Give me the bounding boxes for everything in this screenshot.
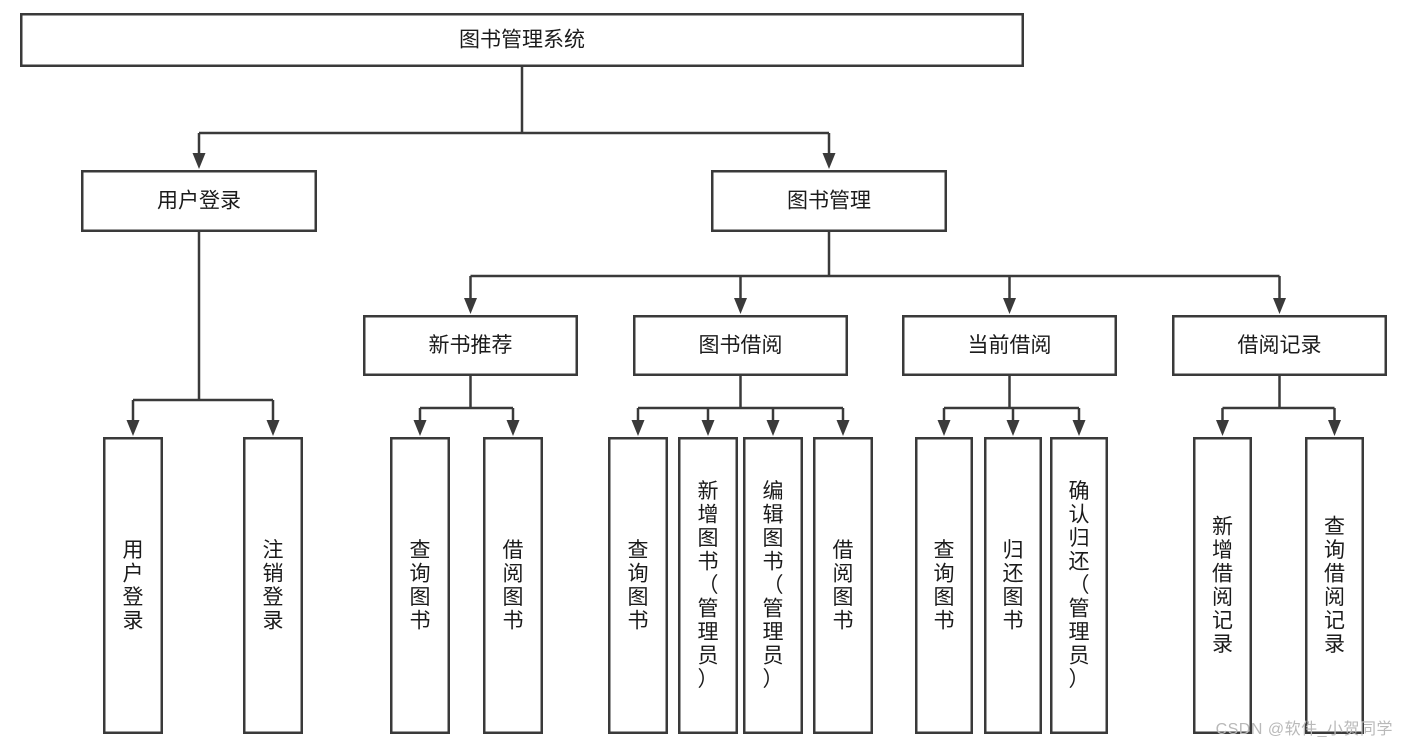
leaf-node-1-注销登录[interactable]: 注销登录 (243, 437, 303, 734)
node-box[interactable] (390, 437, 450, 734)
leaf-node-0-用户登录[interactable]: 用户登录 (103, 437, 163, 734)
leaf-node-3-借阅图书[interactable]: 借阅图书 (483, 437, 543, 734)
leaf-node-9-归还图书[interactable]: 归还图书 (984, 437, 1042, 734)
level2-node-3-借阅记录[interactable]: 借阅记录 (1172, 315, 1387, 376)
leaf-node-11-新增借阅记录[interactable]: 新增借阅记录 (1193, 437, 1252, 734)
node-box[interactable] (1172, 315, 1387, 376)
node-label: 新增图书（管理员） (698, 480, 719, 691)
node-box[interactable] (81, 170, 317, 232)
arrow-head-icon (734, 298, 747, 314)
node-label: 用户登录 (123, 539, 144, 633)
node-label: 查询借阅记录 (1324, 515, 1345, 656)
arrow-head-icon (1273, 298, 1286, 314)
arrow-head-icon (1072, 420, 1086, 436)
node-label: 查询图书 (628, 539, 649, 633)
node-box[interactable] (363, 315, 578, 376)
level1-node-0-用户登录[interactable]: 用户登录 (81, 170, 317, 232)
arrow-head-icon (413, 420, 427, 436)
node-box[interactable] (813, 437, 873, 734)
node-label: 借阅图书 (833, 539, 854, 633)
node-label: 归还图书 (1003, 539, 1024, 633)
arrow-head-icon (126, 420, 140, 436)
node-label: 借阅图书 (503, 539, 524, 633)
leaf-node-7-借阅图书[interactable]: 借阅图书 (813, 437, 873, 734)
arrow-head-icon (266, 420, 280, 436)
arrow-head-icon (192, 153, 206, 169)
leaf-node-8-查询图书[interactable]: 查询图书 (915, 437, 973, 734)
leaf-node-4-查询图书[interactable]: 查询图书 (608, 437, 668, 734)
node-box[interactable] (483, 437, 543, 734)
node-label: 查询图书 (410, 539, 431, 633)
node-label: 确认归还（管理员） (1069, 480, 1090, 691)
node-label: 新书推荐 (429, 334, 513, 357)
arrow-head-icon (937, 420, 951, 436)
leaf-node-12-查询借阅记录[interactable]: 查询借阅记录 (1305, 437, 1364, 734)
arrow-head-icon (1006, 420, 1020, 436)
leaf-node-2-查询图书[interactable]: 查询图书 (390, 437, 450, 734)
node-box[interactable] (103, 437, 163, 734)
node-box[interactable] (608, 437, 668, 734)
node-box[interactable] (633, 315, 848, 376)
node-box[interactable] (1193, 437, 1252, 734)
node-label: 图书借阅 (699, 334, 783, 357)
arrow-head-icon (506, 420, 520, 436)
node-box[interactable] (678, 437, 738, 734)
leaf-node-5-新增图书管理员[interactable]: 新增图书（管理员） (678, 437, 738, 734)
node-box[interactable] (1050, 437, 1108, 734)
level2-node-1-图书借阅[interactable]: 图书借阅 (633, 315, 848, 376)
node-label: 图书管理 (787, 190, 871, 213)
node-box[interactable] (743, 437, 803, 734)
arrow-head-icon (701, 420, 715, 436)
nodes-layer: 图书管理系统用户登录图书管理新书推荐图书借阅当前借阅借阅记录用户登录注销登录查询… (20, 13, 1387, 734)
node-label: 注销登录 (263, 539, 284, 633)
arrow-head-icon (766, 420, 780, 436)
arrow-head-icon (836, 420, 850, 436)
arrow-head-icon (1216, 420, 1229, 436)
node-label: 图书管理系统 (459, 29, 585, 52)
arrow-head-icon (822, 153, 836, 169)
node-label: 当前借阅 (968, 334, 1052, 357)
node-box[interactable] (20, 13, 1024, 67)
root-node-0-图书管理系统[interactable]: 图书管理系统 (20, 13, 1024, 67)
node-label: 编辑图书（管理员） (763, 480, 784, 691)
node-label: 借阅记录 (1238, 334, 1322, 357)
level1-node-1-图书管理[interactable]: 图书管理 (711, 170, 947, 232)
node-box[interactable] (902, 315, 1117, 376)
level2-node-2-当前借阅[interactable]: 当前借阅 (902, 315, 1117, 376)
arrow-head-icon (1328, 420, 1341, 436)
connectors-layer (126, 67, 1341, 436)
arrow-head-icon (631, 420, 645, 436)
arrow-head-icon (464, 298, 477, 314)
node-label: 查询图书 (934, 539, 955, 633)
arrow-head-icon (1003, 298, 1016, 314)
leaf-node-6-编辑图书管理员[interactable]: 编辑图书（管理员） (743, 437, 803, 734)
leaf-node-10-确认归还管理员[interactable]: 确认归还（管理员） (1050, 437, 1108, 734)
node-box[interactable] (1305, 437, 1364, 734)
node-label: 新增借阅记录 (1212, 515, 1233, 656)
node-box[interactable] (984, 437, 1042, 734)
node-label: 用户登录 (157, 190, 241, 213)
node-box[interactable] (711, 170, 947, 232)
level2-node-0-新书推荐[interactable]: 新书推荐 (363, 315, 578, 376)
node-box[interactable] (915, 437, 973, 734)
node-box[interactable] (243, 437, 303, 734)
